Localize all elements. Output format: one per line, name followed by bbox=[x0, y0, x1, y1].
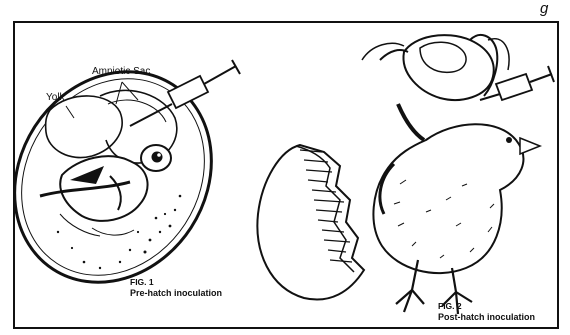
label-yolk: Yolk bbox=[46, 92, 65, 103]
top-right-fragment: g bbox=[540, 0, 548, 17]
fig2-caption-number: FIG. 2 bbox=[438, 301, 462, 311]
fig1-caption-title: Pre-hatch inoculation bbox=[130, 288, 222, 298]
fig1-caption-number: FIG. 1 bbox=[130, 277, 154, 287]
fig2-caption-title: Post-hatch inoculation bbox=[438, 312, 535, 322]
fig2-chick-illustration bbox=[257, 35, 554, 314]
label-amniotic-sac: Amniotic Sac bbox=[92, 66, 150, 77]
